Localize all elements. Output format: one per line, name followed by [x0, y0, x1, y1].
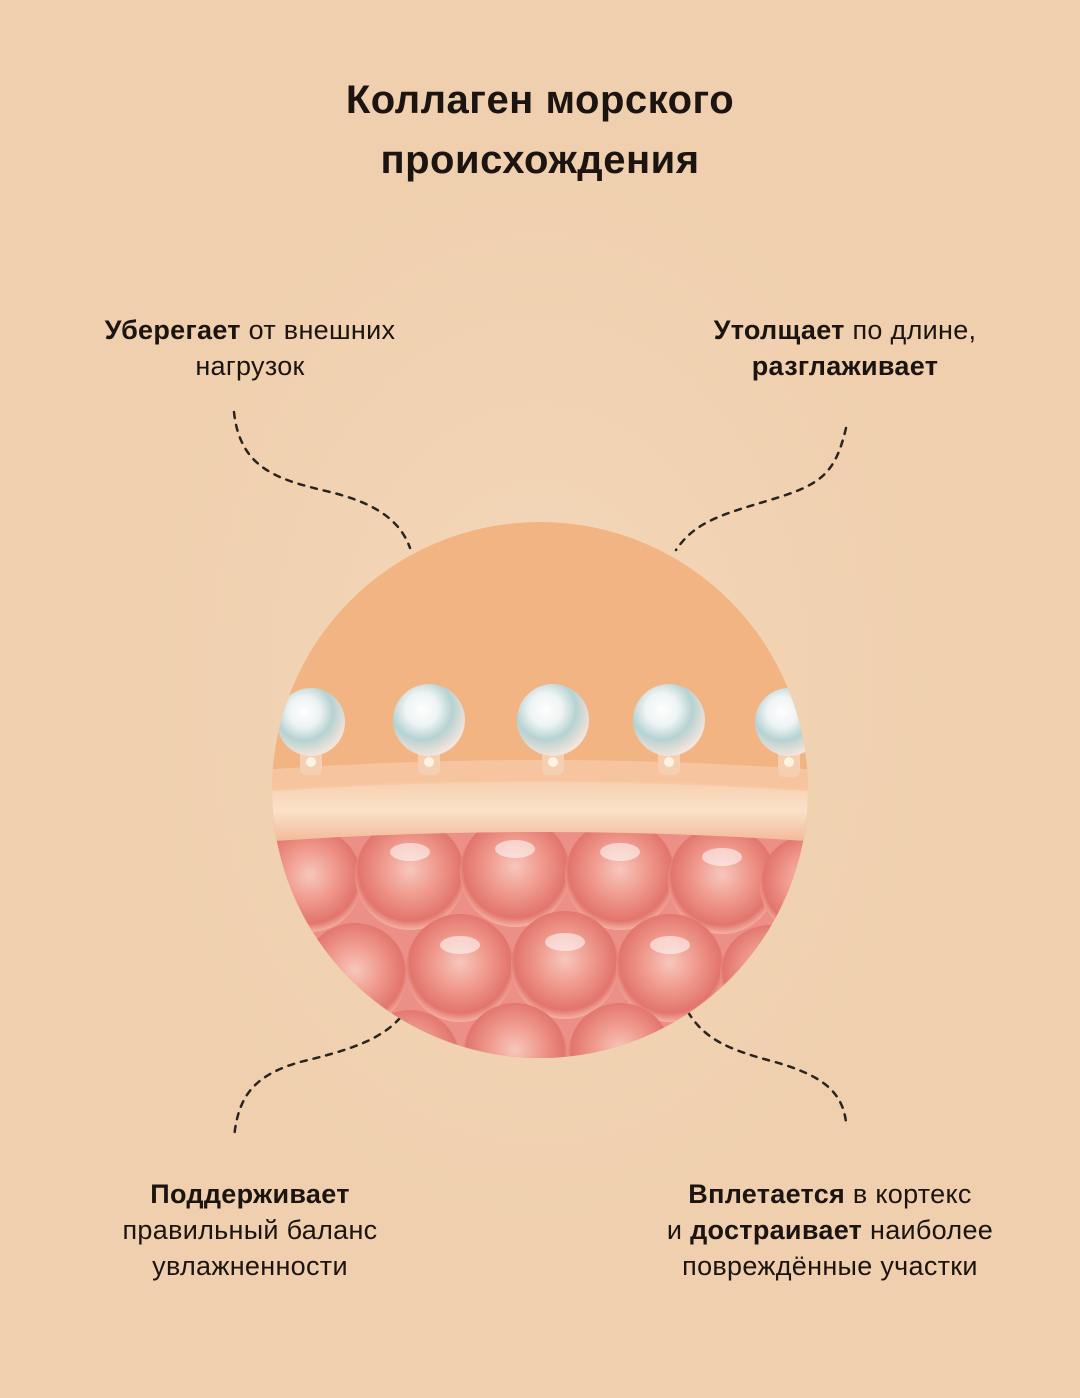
feature-protects-bold: Уберегает — [104, 315, 241, 345]
connector-line-bottom-left — [232, 1016, 402, 1140]
feature-thickens-text: по длине, — [844, 315, 977, 345]
feature-protects: Уберегает от внешних нагрузок — [40, 312, 460, 384]
feature-protects-text: от внешних — [240, 315, 396, 345]
feature-cortex-text-2: наиболее — [862, 1215, 994, 1245]
feature-cortex-bold-2: достраивает — [690, 1215, 863, 1245]
hair-cuticle-band — [272, 780, 808, 842]
feature-thickens: Утолщает по длине, разглаживает — [620, 312, 1070, 384]
cell-highlights — [390, 840, 742, 954]
pearl-glows — [306, 757, 794, 767]
cells — [272, 817, 808, 1058]
feature-cortex-pre: и — [666, 1215, 691, 1245]
feature-thickens-bold: Утолщает — [713, 315, 845, 345]
title-line-1: Коллаген морского — [345, 78, 735, 122]
feature-moisture-line2: правильный баланс — [122, 1215, 378, 1245]
feature-cortex-line3: повреждённые участки — [682, 1251, 978, 1281]
feature-cortex: Вплетается в кортекс и достраивает наибо… — [600, 1176, 1060, 1284]
feature-protects-line2: нагрузок — [195, 351, 305, 381]
feature-moisture-line3: увлажненности — [152, 1251, 348, 1281]
connector-line-top-left — [232, 410, 412, 550]
feature-cortex-bold: Вплетается — [688, 1179, 846, 1209]
feature-moisture-bold: Поддерживает — [150, 1179, 350, 1209]
page-title: Коллаген морского происхождения — [0, 70, 1080, 190]
connector-line-bottom-right — [686, 1010, 848, 1124]
feature-moisture: Поддерживает правильный баланс увлажненн… — [40, 1176, 460, 1284]
title-line-2: происхождения — [380, 138, 700, 182]
feature-cortex-text: в кортекс — [845, 1179, 972, 1209]
feature-thickens-line2: разглаживает — [751, 351, 939, 381]
